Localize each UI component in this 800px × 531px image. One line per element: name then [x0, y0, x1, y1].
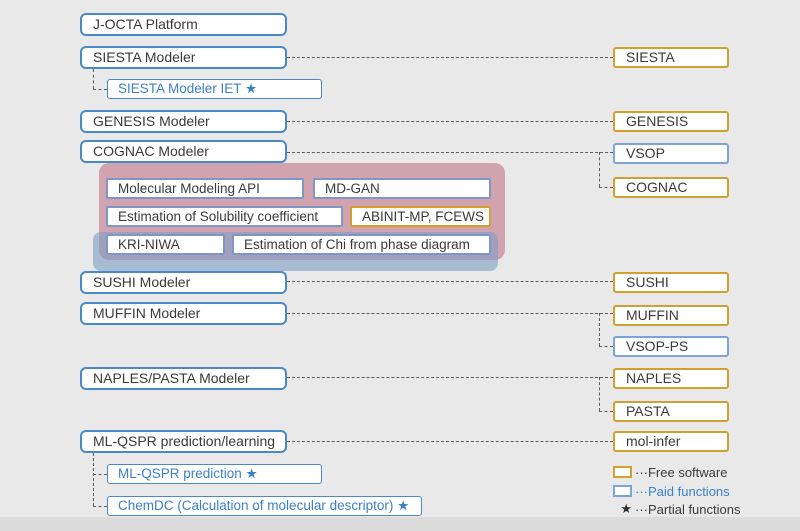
- bottom-strip: [0, 517, 800, 531]
- node-j-octa-platform: J-OCTA Platform: [80, 13, 287, 36]
- node-abinit-mp-fcews: ABINIT-MP, FCEWS: [350, 206, 491, 227]
- node-solubility-estimation: Estimation of Solubility coefficient: [106, 206, 343, 227]
- connector-branch-vsop-ps-h: [599, 346, 613, 347]
- connector-mlqspr-sub-v: [93, 453, 94, 506]
- connector-cognac-vsop: [287, 152, 613, 153]
- node-mol-infer: mol-infer: [613, 431, 729, 452]
- connector-siesta-iet-h: [93, 89, 107, 90]
- connector-chemdc-h: [93, 506, 107, 507]
- node-cognac-modeler: COGNAC Modeler: [80, 140, 287, 163]
- node-chi-estimation: Estimation of Chi from phase diagram: [232, 234, 491, 255]
- node-muffin-modeler: MUFFIN Modeler: [80, 302, 287, 325]
- connector-muffin: [287, 313, 613, 314]
- connector-sushi: [287, 281, 613, 282]
- connector-naples: [287, 377, 613, 378]
- node-siesta-modeler-iet: SIESTA Modeler IET ★: [107, 79, 322, 99]
- legend-paid-label: ···Paid functions: [635, 483, 730, 499]
- node-genesis: GENESIS: [613, 111, 729, 132]
- node-sushi: SUSHI: [613, 272, 729, 293]
- connector-branch-vsop-ps-v: [599, 313, 600, 346]
- node-muffin: MUFFIN: [613, 305, 729, 326]
- connector-branch-cognac-v: [599, 152, 600, 187]
- connector-branch-cognac-h: [599, 187, 613, 188]
- node-siesta: SIESTA: [613, 47, 729, 68]
- legend-paid-functions: ···Paid functions: [613, 483, 730, 499]
- node-naples: NAPLES: [613, 368, 729, 389]
- legend-free-software: ···Free software: [613, 464, 728, 480]
- node-genesis-modeler: GENESIS Modeler: [80, 110, 287, 133]
- legend-partial-label: ···Partial functions: [635, 501, 741, 517]
- node-vsop-ps: VSOP-PS: [613, 336, 729, 357]
- node-sushi-modeler: SUSHI Modeler: [80, 271, 287, 294]
- connector-branch-pasta-v: [599, 377, 600, 411]
- connector-genesis: [287, 121, 613, 122]
- node-ml-qspr-learning: ML-QSPR prediction/learning: [80, 430, 287, 453]
- node-ml-qspr-prediction: ML-QSPR prediction ★: [107, 464, 322, 484]
- node-chemdc: ChemDC (Calculation of molecular descrip…: [107, 496, 422, 516]
- node-vsop: VSOP: [613, 143, 729, 164]
- node-molecular-modeling-api: Molecular Modeling API: [106, 178, 304, 199]
- node-cognac: COGNAC: [613, 177, 729, 198]
- node-naples-pasta-modeler: NAPLES/PASTA Modeler: [80, 367, 287, 390]
- node-siesta-modeler: SIESTA Modeler: [80, 46, 287, 69]
- legend-partial-functions: ★ ···Partial functions: [613, 501, 741, 517]
- paid-functions-swatch-icon: [613, 485, 632, 497]
- node-kri-niwa: KRI-NIWA: [106, 234, 225, 255]
- connector-siesta-iet-v: [93, 69, 94, 89]
- legend-free-label: ···Free software: [635, 464, 728, 480]
- connector-mol-infer: [287, 441, 613, 442]
- connector-mlqspr-pred-h: [93, 474, 107, 475]
- star-icon: ★: [620, 501, 632, 516]
- connector-siesta: [287, 57, 613, 58]
- connector-branch-pasta-h: [599, 411, 613, 412]
- free-software-swatch-icon: [613, 466, 632, 478]
- node-pasta: PASTA: [613, 401, 729, 422]
- node-md-gan: MD-GAN: [313, 178, 491, 199]
